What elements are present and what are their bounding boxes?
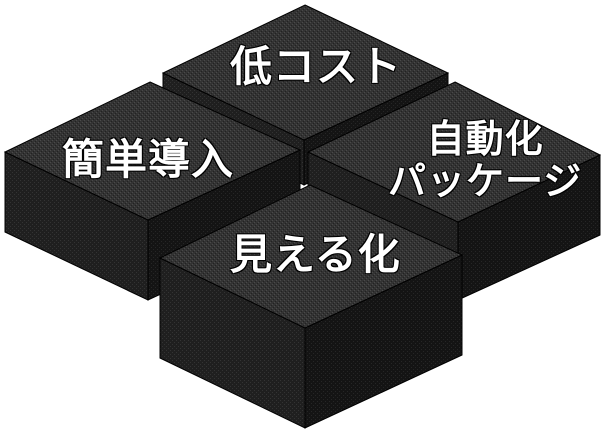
label-visualization: 見える化 — [230, 230, 401, 279]
block-bottom — [158, 184, 464, 429]
block-left-top-face — [3, 81, 302, 221]
label-easy-introduction: 簡単導入 — [62, 135, 235, 184]
label-automation-package: 自動化 パッケージ — [388, 118, 582, 202]
block-right-top-face — [306, 81, 602, 223]
label-automation-line1: 自動化 — [426, 116, 544, 161]
label-low-cost: 低コスト — [230, 42, 403, 91]
block-top-face — [161, 4, 450, 141]
block-bottom-top-face — [158, 184, 464, 329]
label-automation-line2: パッケージ — [388, 158, 583, 203]
